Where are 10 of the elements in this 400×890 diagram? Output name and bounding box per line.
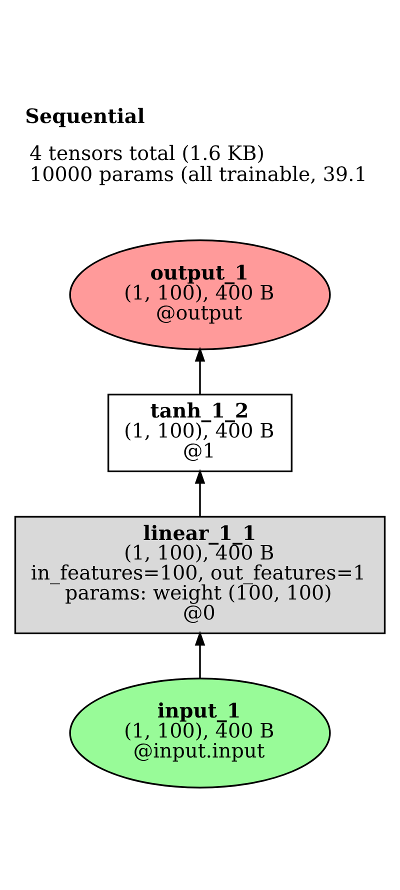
label: 10000 params (all trainable, 39.1 xyxy=(29,163,368,186)
label: 4 tensors total (1.6 KB) xyxy=(29,142,265,165)
arrow xyxy=(194,346,206,395)
node-box: linear_1_1 (1, 100), 400 B in_features=100, out_features=1 params: weight (100, 100) @0 xyxy=(14,516,386,634)
arrow xyxy=(194,630,206,679)
diagram-title: Sequential xyxy=(25,104,145,128)
node-ellipse: input_1 (1, 100), 400 B @input.input xyxy=(69,678,331,788)
node-ellipse: output_1 (1, 100), 400 B @output xyxy=(69,239,331,350)
node-box: tanh_1_2 (1, 100), 400 B @1 xyxy=(107,394,293,472)
arrow xyxy=(194,469,206,517)
